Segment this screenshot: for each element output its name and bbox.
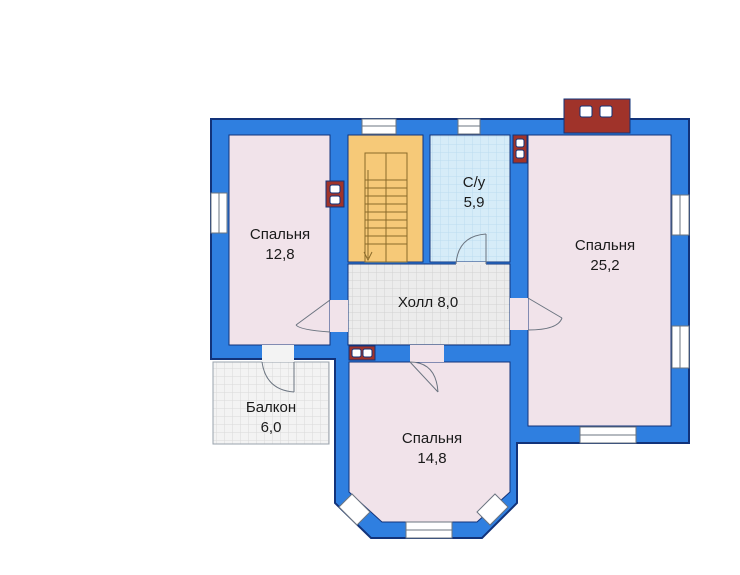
bedroom-bottom-name: Спальня	[402, 430, 462, 447]
bedroom-left-floor	[228, 134, 331, 346]
staircase	[363, 152, 408, 263]
bedroom-right-floor	[527, 134, 672, 427]
bedroom-left-area: 12,8	[265, 246, 294, 263]
bedroom-left-name: Спальня	[250, 226, 310, 243]
vent-duct-bottom	[348, 345, 376, 361]
bedroom-right-name: Спальня	[575, 237, 635, 254]
bathroom-name: С/у	[463, 174, 486, 191]
balcony-name: Балкон	[246, 399, 296, 416]
bathroom-area: 5,9	[464, 194, 485, 211]
vent-duct-left	[325, 180, 345, 208]
bedroom-right-area: 25,2	[590, 257, 619, 274]
vent-duct-right	[512, 134, 528, 164]
bathroom-floor	[429, 134, 511, 263]
doors	[261, 233, 563, 393]
hall-label: Холл 8,0	[398, 294, 458, 311]
bedroom-bottom-floor	[348, 361, 511, 523]
balcony-floor	[212, 361, 330, 445]
bedroom-bottom-area: 14,8	[417, 450, 446, 467]
windows	[210, 118, 690, 539]
balcony-area: 6,0	[261, 419, 282, 436]
chimney	[563, 98, 631, 134]
